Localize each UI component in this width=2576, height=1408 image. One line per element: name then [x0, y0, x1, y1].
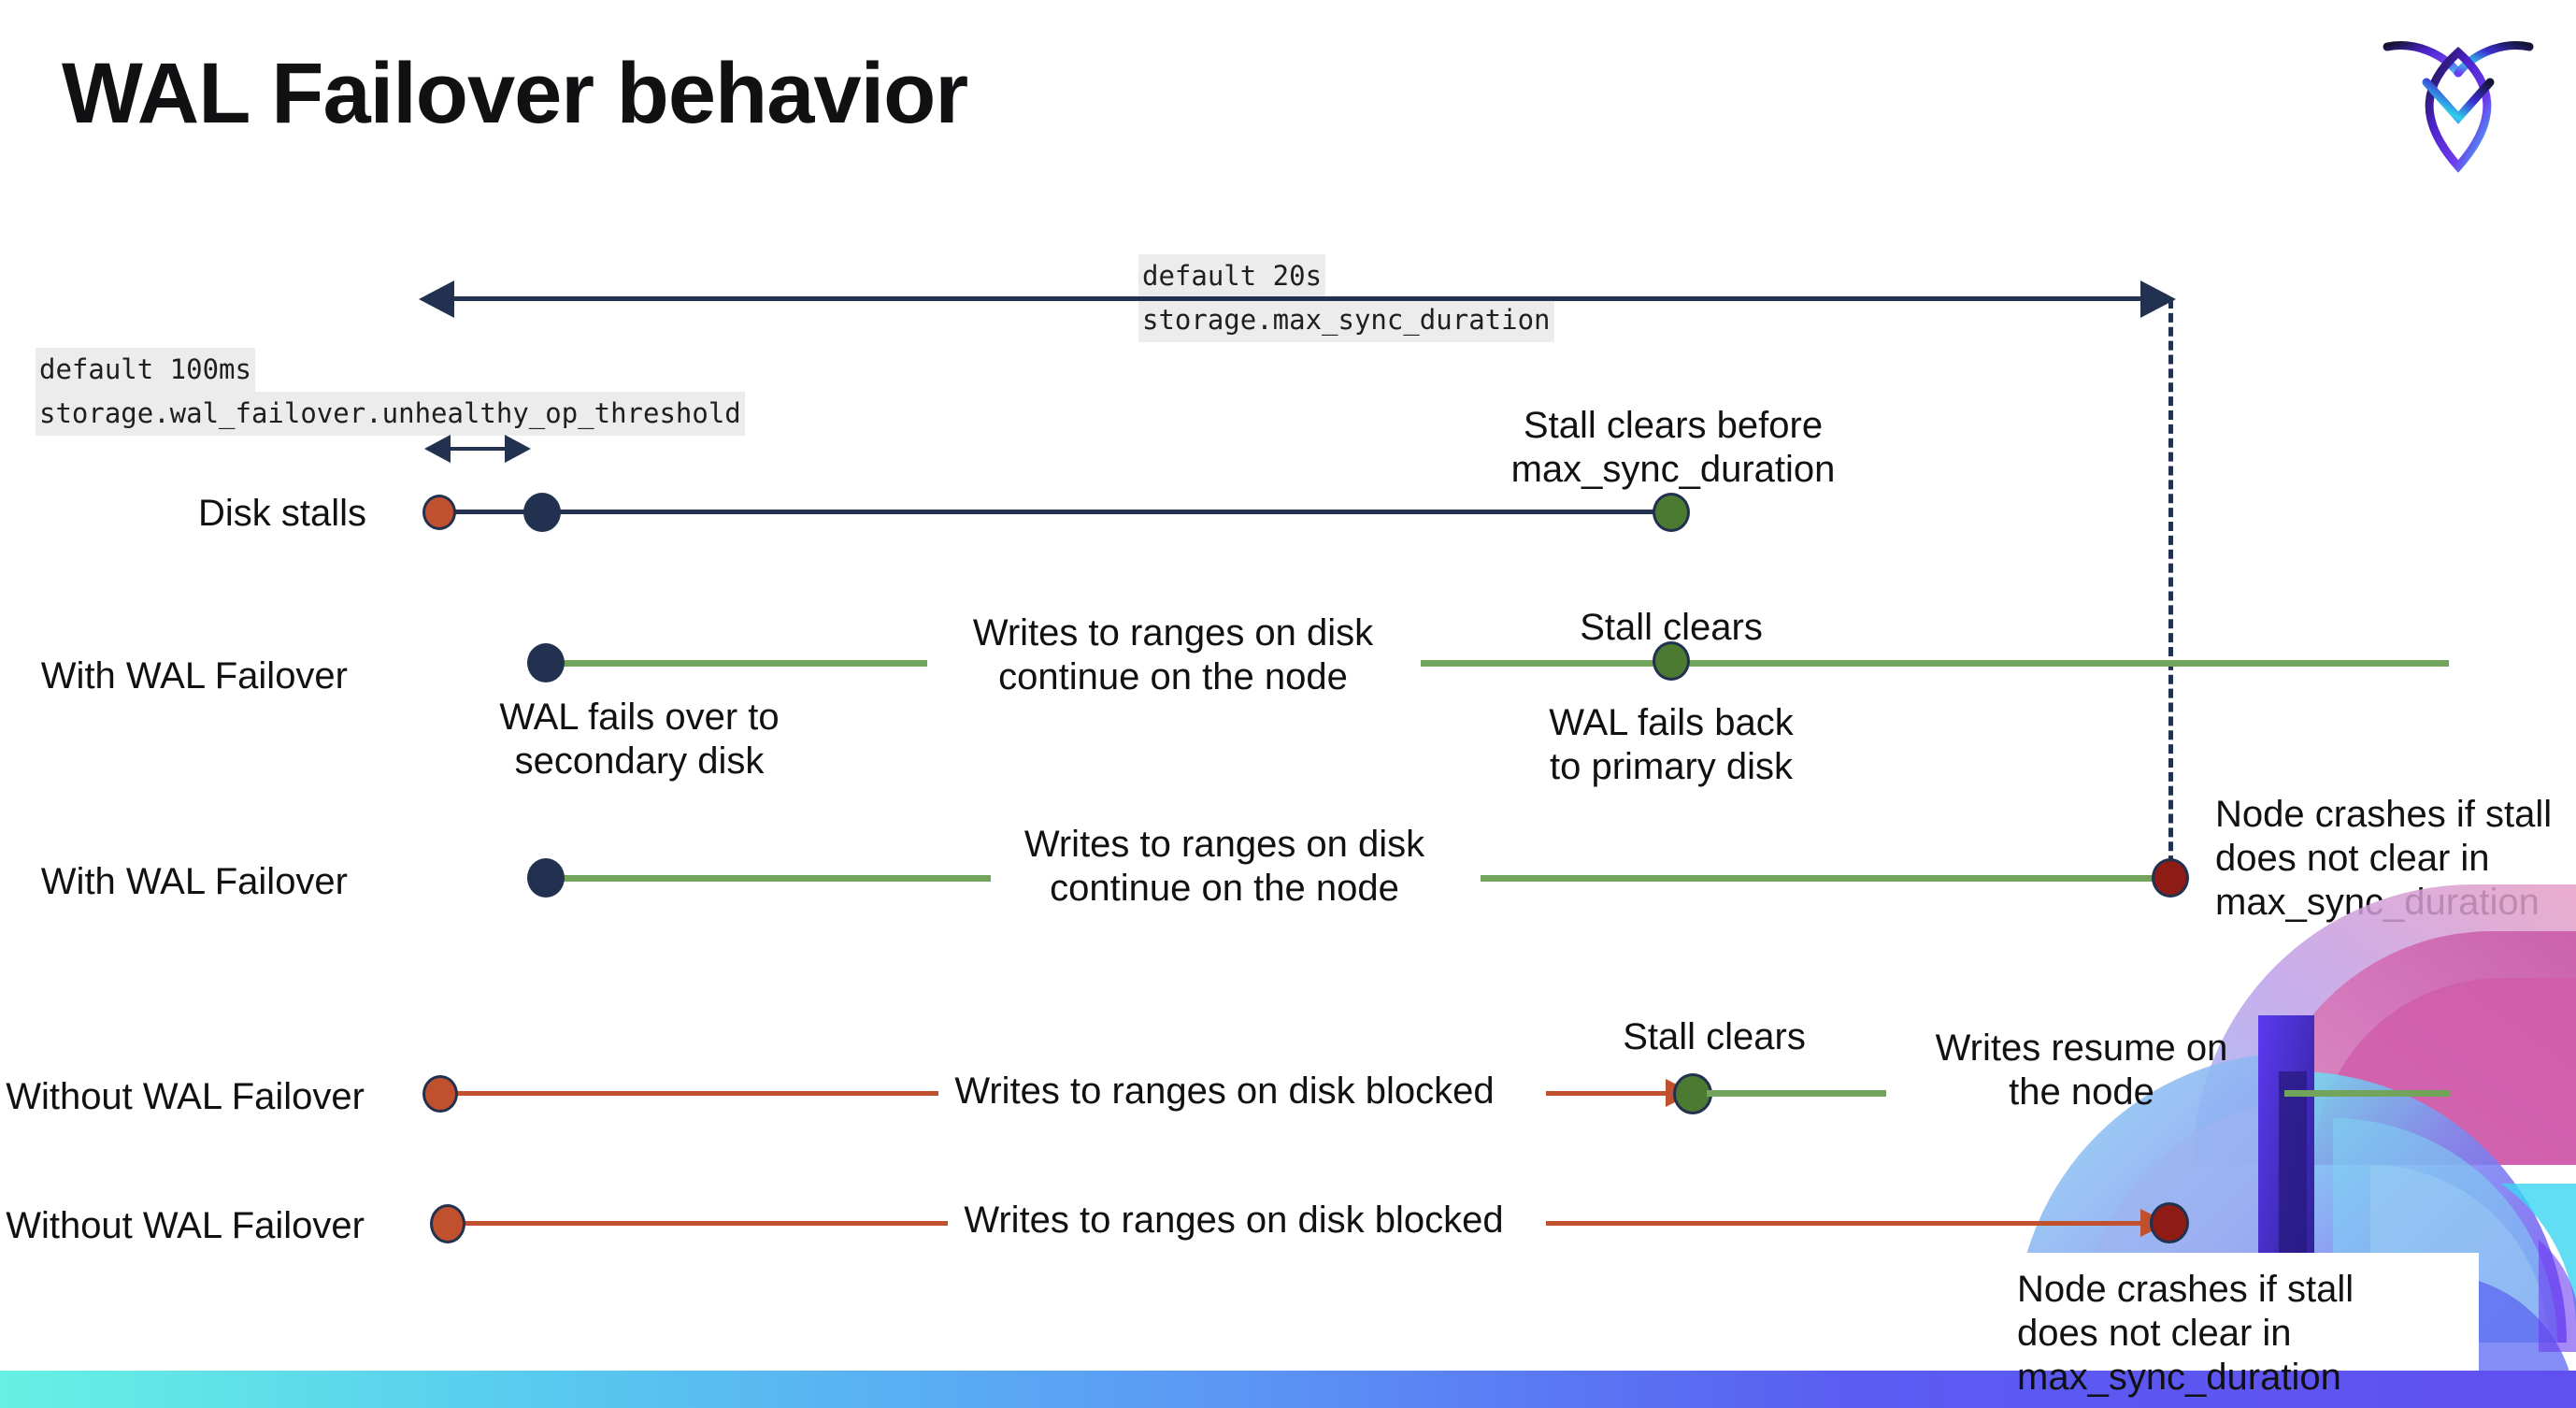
row-label-with-wal-failover-2: With WAL Failover	[40, 861, 348, 902]
row-label-with-wal-failover-1: With WAL Failover	[40, 655, 348, 697]
with-wal-failover-2-failover-dot	[527, 858, 565, 898]
without-wal-failover-1-resume-line-far	[2284, 1090, 2451, 1097]
max-sync-duration-label: default 20s storage.max_sync_duration	[1138, 254, 1554, 342]
with-wal-failover-2-crash-dot	[2152, 858, 2189, 898]
without-wal-failover-1-blocked-line-right	[1546, 1091, 1673, 1096]
row-label-without-wal-failover-2: Without WAL Failover	[6, 1205, 365, 1246]
disk-stalls-failover-dot	[523, 493, 561, 532]
max-sync-duration-span-line	[447, 296, 2169, 301]
without-wal-failover-1-resume-annotation: Writes resume on the node	[1935, 1027, 2228, 1113]
unhealthy-op-threshold-arrow-right-icon	[505, 435, 531, 463]
unhealthy-op-threshold-span-line	[447, 447, 508, 451]
with-wal-failover-2-mid-annotation: Writes to ranges on disk continue on the…	[1023, 824, 1425, 909]
with-wal-failover-1-timeline-left	[553, 660, 927, 667]
with-wal-failover-1-mid-annotation: Writes to ranges on disk continue on the…	[972, 612, 1374, 697]
without-wal-failover-2-mid-annotation: Writes to ranges on disk blocked	[964, 1200, 1504, 1241]
disk-stalls-start-dot	[422, 495, 456, 530]
without-wal-failover-2-start-dot	[430, 1204, 465, 1243]
unhealthy-op-threshold-default: default 100ms	[36, 348, 255, 392]
without-wal-failover-1-start-dot	[422, 1075, 458, 1113]
with-wal-failover-1-clear-dot	[1653, 641, 1690, 681]
with-wal-failover-2-crash-annotation: Node crashes if stall does not clear in …	[2215, 794, 2553, 923]
without-wal-failover-1-resume-line	[1707, 1090, 1886, 1097]
with-wal-failover-1-timeline-right	[1421, 660, 2449, 667]
without-wal-failover-2-blocked-line-left	[451, 1221, 948, 1226]
unhealthy-op-threshold-label: default 100ms storage.wal_failover.unhea…	[36, 348, 745, 436]
disk-stalls-clear-annotation: Stall clears before max_sync_duration	[1510, 405, 1836, 490]
disk-stalls-timeline	[437, 510, 1685, 514]
without-wal-failover-2-blocked-line-right	[1546, 1221, 2163, 1226]
max-sync-duration-setting: storage.max_sync_duration	[1138, 298, 1554, 342]
with-wal-failover-2-timeline-right	[1481, 875, 2174, 882]
bottom-gradient-band	[0, 1371, 2576, 1408]
with-wal-failover-2-timeline-left	[553, 875, 991, 882]
row-label-disk-stalls: Disk stalls	[197, 493, 366, 534]
disk-stalls-clear-dot	[1653, 493, 1690, 532]
without-wal-failover-2-crash-dot	[2150, 1202, 2189, 1243]
without-wal-failover-2-crash-annotation: Node crashes if stall does not clear in …	[2017, 1269, 2354, 1398]
max-sync-duration-guide-dashed-line	[2168, 299, 2173, 879]
unhealthy-op-threshold-arrow-left-icon	[424, 435, 451, 463]
without-wal-failover-1-blocked-line-left	[445, 1091, 938, 1096]
unhealthy-op-threshold-setting: storage.wal_failover.unhealthy_op_thresh…	[36, 392, 745, 436]
max-sync-duration-arrow-left-icon	[419, 280, 454, 318]
with-wal-failover-1-start-annotation: WAL fails over to secondary disk	[499, 697, 780, 782]
without-wal-failover-1-clear-annotation: Stall clears	[1623, 1016, 1806, 1057]
max-sync-duration-default: default 20s	[1138, 254, 1326, 298]
cockroachdb-logo-icon	[2374, 28, 2542, 178]
with-wal-failover-1-clear-annotation: Stall clears	[1580, 607, 1763, 648]
row-label-without-wal-failover-1: Without WAL Failover	[6, 1076, 365, 1117]
with-wal-failover-1-failover-dot	[527, 643, 565, 682]
without-wal-failover-1-mid-annotation: Writes to ranges on disk blocked	[954, 1070, 1495, 1112]
with-wal-failover-1-failback-annotation: WAL fails back to primary disk	[1549, 702, 1794, 787]
page-title: WAL Failover behavior	[62, 46, 968, 141]
